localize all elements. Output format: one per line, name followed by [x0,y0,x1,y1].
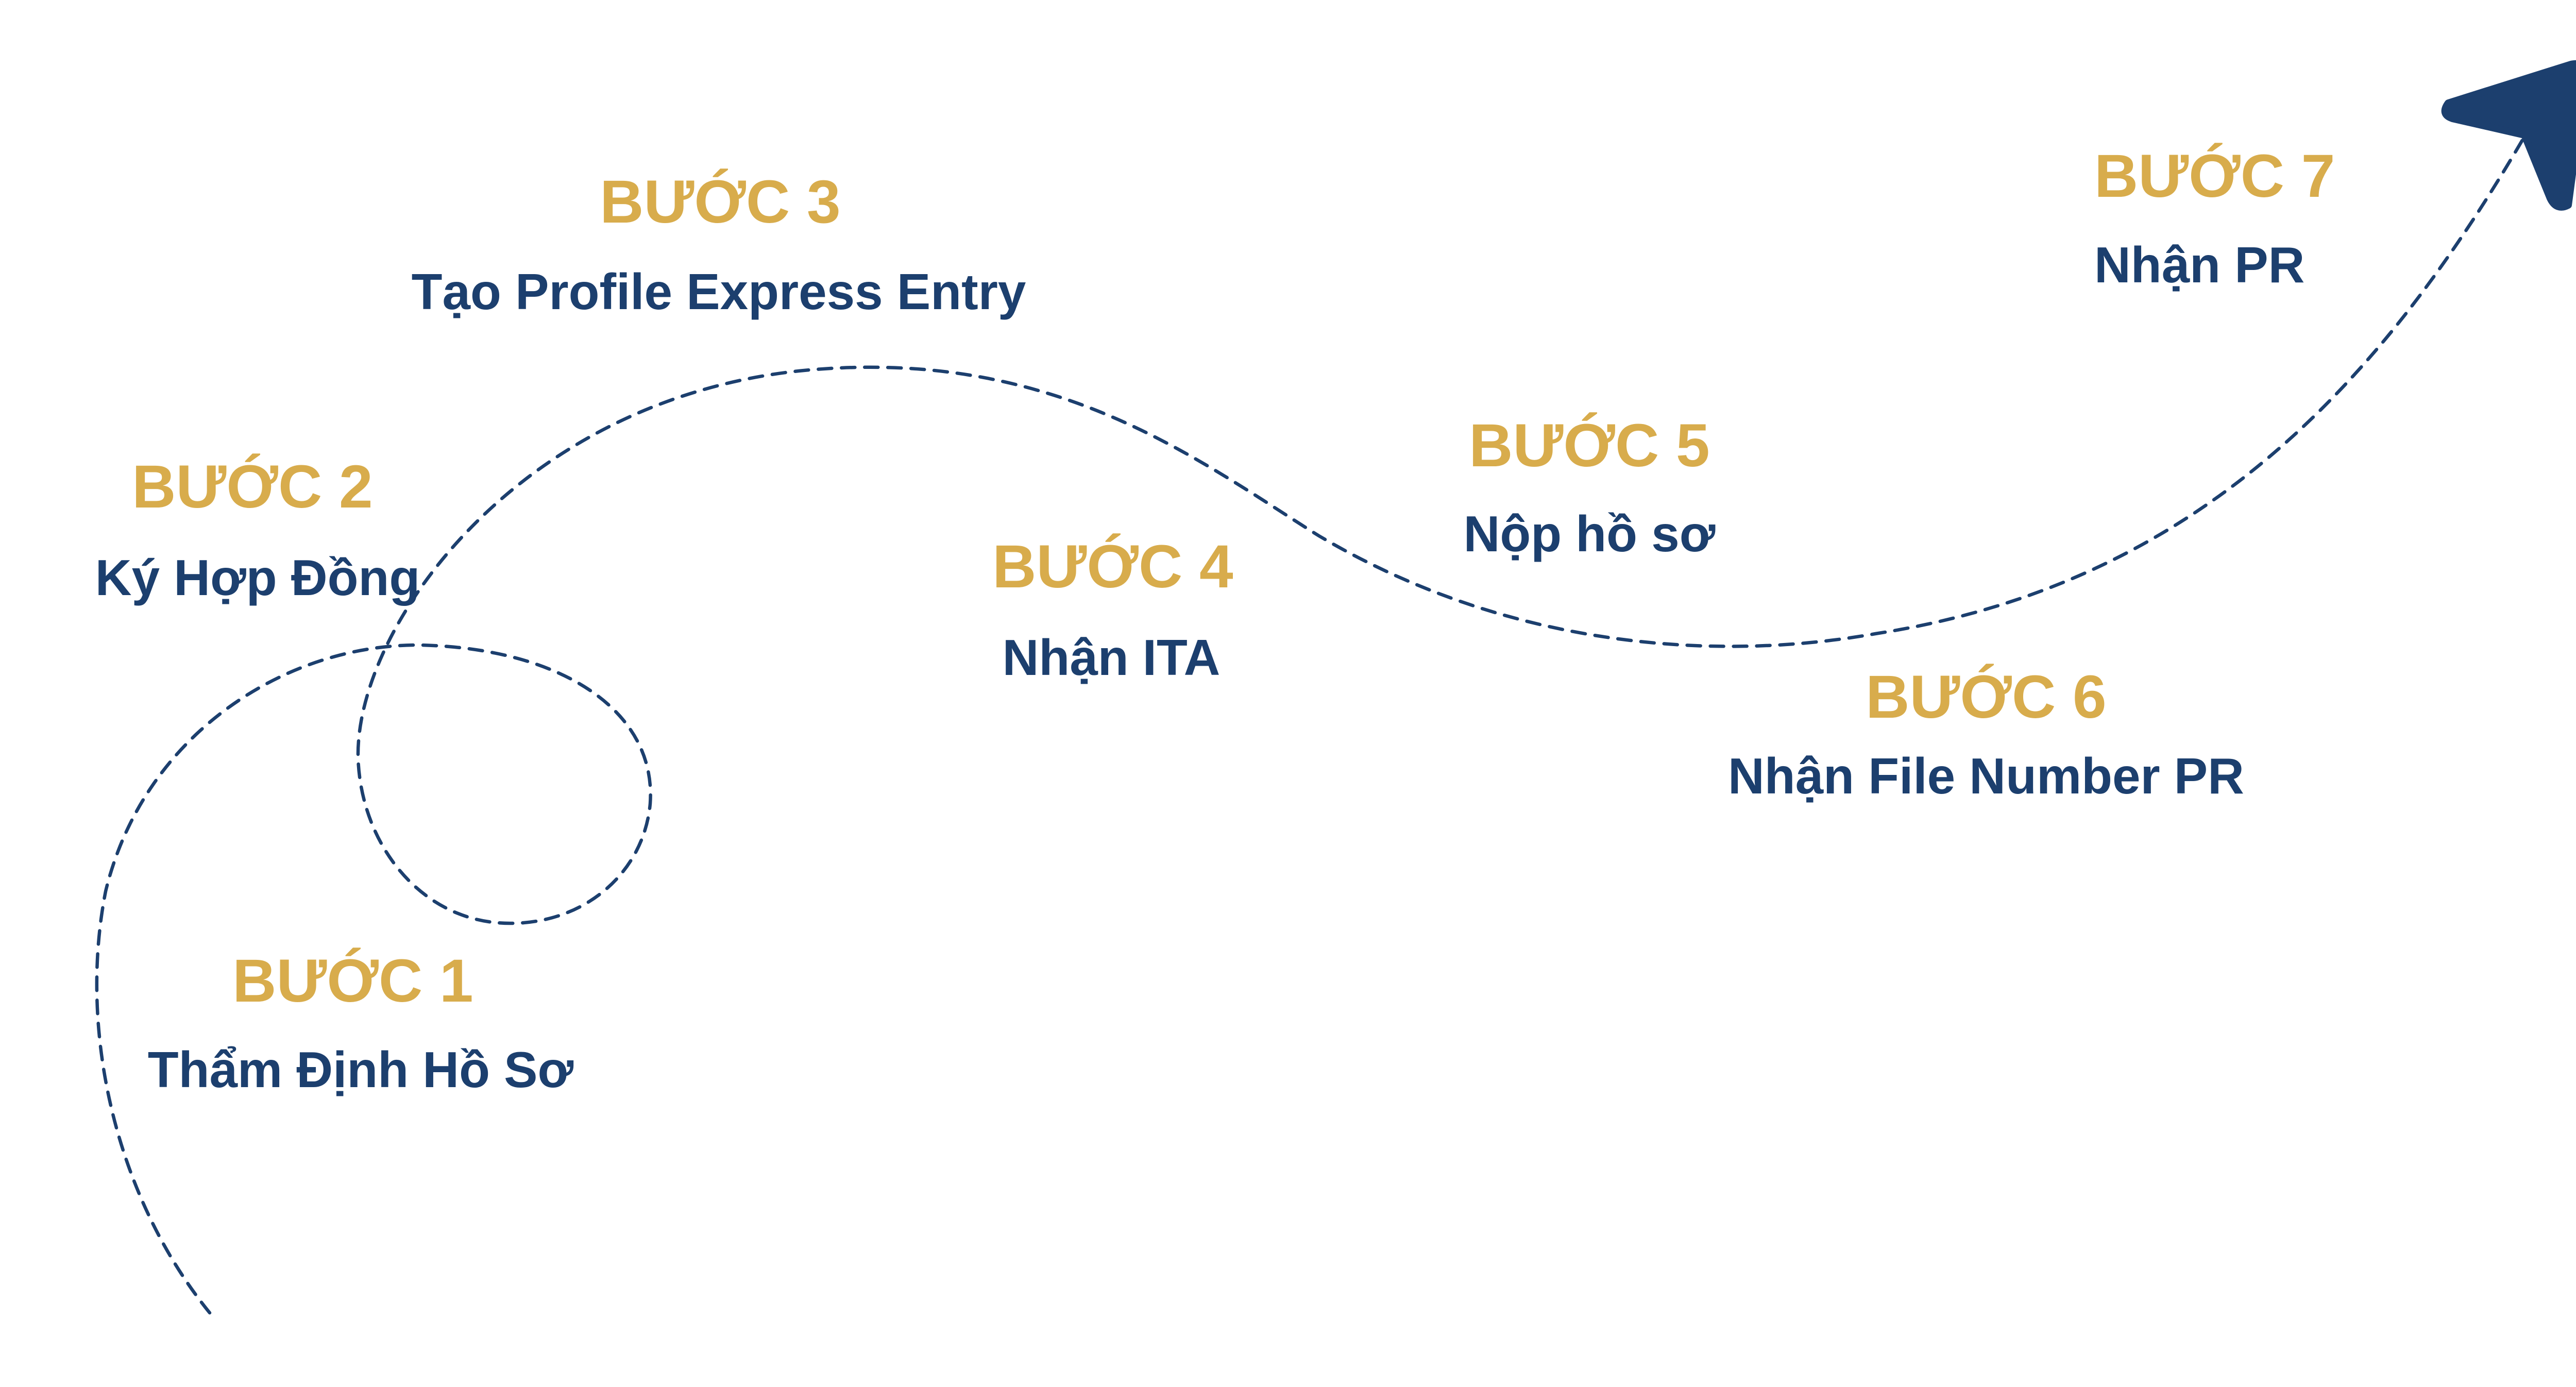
step-description: Nhận File Number PR [1728,748,2244,804]
step-6: BƯỚC 6 Nhận File Number PR [1728,663,2244,804]
step-title: BƯỚC 1 [232,947,473,1015]
step-title: BƯỚC 7 [2094,142,2335,210]
journey-dashed-path [95,134,2527,1315]
step-title: BƯỚC 5 [1469,412,1709,480]
step-5: BƯỚC 5 Nộp hồ sơ [1464,412,1716,562]
step-3: BƯỚC 3 Tạo Profile Express Entry [412,168,1026,320]
step-description: Thẩm Định Hồ Sơ [148,1041,574,1098]
step-title: BƯỚC 4 [992,533,1233,601]
step-2: BƯỚC 2 Ký Hợp Đồng [95,453,420,606]
step-description: Tạo Profile Express Entry [412,263,1026,320]
step-title: BƯỚC 2 [132,453,372,521]
step-1: BƯỚC 1 Thẩm Định Hồ Sơ [148,947,574,1098]
step-description: Ký Hợp Đồng [95,549,420,606]
step-7: BƯỚC 7 Nhận PR [2094,142,2335,293]
paper-plane-arrow-icon [2441,60,2576,211]
step-description: Nộp hồ sơ [1464,505,1716,562]
step-description: Nhận PR [2094,236,2304,293]
step-title: BƯỚC 6 [1866,663,2106,731]
step-4: BƯỚC 4 Nhận ITA [992,533,1233,686]
step-description: Nhận ITA [1003,629,1221,686]
arrow-head-shape [2441,60,2576,211]
step-title: BƯỚC 3 [600,168,840,236]
